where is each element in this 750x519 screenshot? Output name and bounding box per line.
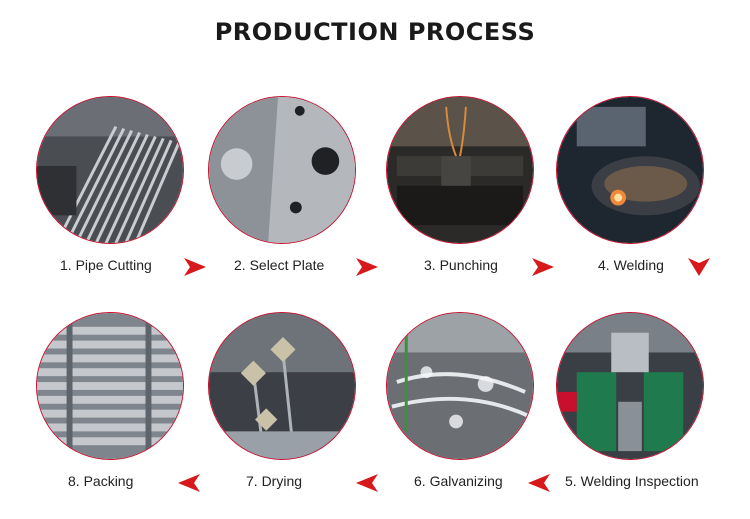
welding-photo [556, 96, 704, 244]
drying-photo [208, 312, 356, 460]
arrow-left-icon [528, 474, 550, 492]
select-plate-photo [208, 96, 356, 244]
packing-photo [36, 312, 184, 460]
step-label-welding: 4. Welding [598, 257, 664, 273]
step-label-punching: 3. Punching [424, 257, 498, 273]
arrow-right-icon [532, 258, 554, 276]
step-label-welding-inspection: 5. Welding Inspection [565, 473, 699, 489]
welding-inspection-photo [556, 312, 704, 460]
arrow-right-icon [184, 258, 206, 276]
arrow-left-icon [356, 474, 378, 492]
arrow-right-icon [356, 258, 378, 276]
page-title: PRODUCTION PROCESS [214, 18, 536, 46]
step-label-galvanizing: 6. Galvanizing [414, 473, 503, 489]
punching-photo [386, 96, 534, 244]
step-label-drying: 7. Drying [246, 473, 303, 489]
pipe-cutting-photo [36, 96, 184, 244]
step-label-packing: 8. Packing [68, 473, 134, 489]
arrow-left-icon [178, 474, 200, 492]
step-label-pipe-cutting: 1. Pipe Cutting [60, 257, 152, 273]
step-label-select-plate: 2. Select Plate [234, 257, 325, 273]
arrow-down-icon [688, 258, 710, 276]
galvanizing-photo [386, 312, 534, 460]
